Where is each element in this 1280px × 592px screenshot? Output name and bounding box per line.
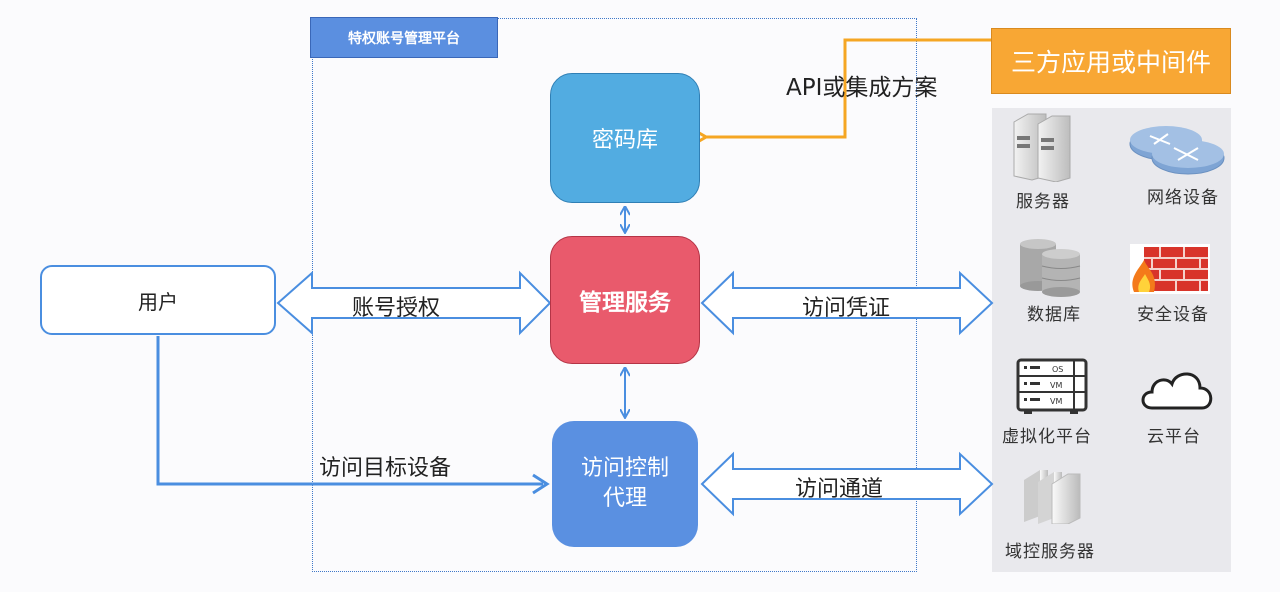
access-control-proxy-node[interactable]: 访问控制 代理 <box>552 421 698 547</box>
svg-text:VM: VM <box>1050 381 1062 390</box>
database-icon <box>1020 239 1081 297</box>
vault-label: 密码库 <box>591 128 658 153</box>
asset-label-virtualization: 虚拟化平台 <box>1002 427 1092 447</box>
access-channel-label: 访问通道 <box>795 477 884 502</box>
platform-title: 特权账号管理平台 <box>310 17 498 58</box>
svg-text:VM: VM <box>1050 397 1062 406</box>
asset-label-network: 网络设备 <box>1147 188 1219 208</box>
domain-controller-icon <box>1024 470 1081 524</box>
management-service-label: 管理服务 <box>579 290 671 316</box>
svg-text:OS: OS <box>1052 365 1063 374</box>
asset-label-server: 服务器 <box>1016 192 1070 212</box>
access-credential-arrow <box>700 270 994 336</box>
api-connector <box>706 38 991 137</box>
proxy-label-line1: 访问控制 <box>580 456 669 482</box>
cloud-icon <box>1141 372 1213 410</box>
asset-label-database: 数据库 <box>1027 305 1081 325</box>
asset-label-domain-controller: 域控服务器 <box>1005 542 1095 562</box>
access-target-connector <box>156 336 543 486</box>
vault-node[interactable]: 密码库 <box>550 73 700 203</box>
account-auth-label: 账号授权 <box>352 296 441 321</box>
user-node[interactable]: 用户 <box>40 265 276 335</box>
access-credential-label: 访问凭证 <box>802 296 891 321</box>
api-label: API或集成方案 <box>786 75 938 101</box>
router-icon <box>1129 126 1225 175</box>
management-service-node[interactable]: 管理服务 <box>550 236 700 364</box>
access-channel-arrow <box>700 451 994 517</box>
asset-label-cloud: 云平台 <box>1147 427 1201 447</box>
asset-label-security: 安全设备 <box>1137 305 1209 325</box>
user-label: 用户 <box>138 289 178 314</box>
virtualization-icon: OS VM VM <box>1016 358 1088 414</box>
server-icon <box>1013 113 1071 182</box>
access-target-label: 访问目标设备 <box>319 456 452 481</box>
third-party-node[interactable]: 三方应用或中间件 <box>991 28 1231 94</box>
firewall-icon <box>1130 244 1210 294</box>
proxy-label-line2: 代理 <box>602 486 647 511</box>
